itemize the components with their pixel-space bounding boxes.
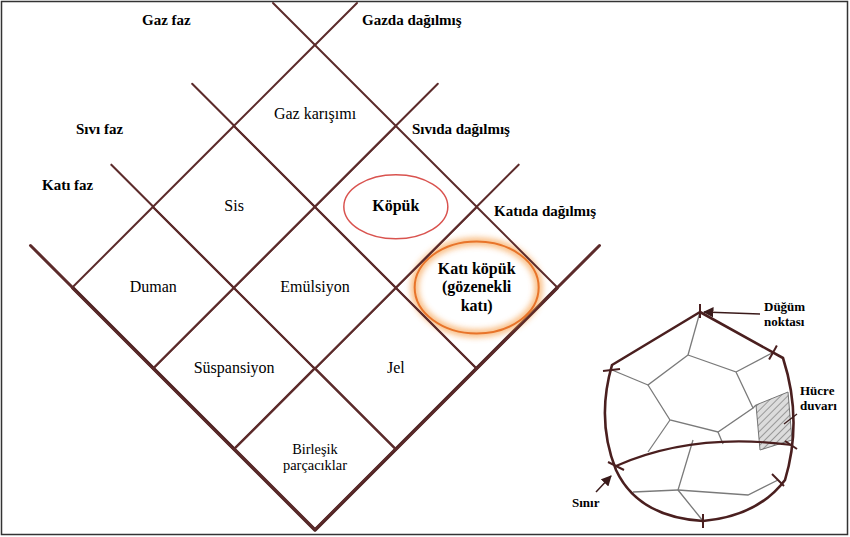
cell-diamond xyxy=(72,207,234,369)
leader-line xyxy=(784,414,797,424)
cell-diamond xyxy=(153,126,315,288)
mixture-cell: Jel xyxy=(315,288,477,450)
tick xyxy=(785,441,797,449)
highlight-glow xyxy=(415,242,539,334)
leader-arrow xyxy=(704,312,760,314)
band-line xyxy=(111,165,153,207)
cell-label: Köpük xyxy=(372,197,419,215)
foam-cell-illustration xyxy=(603,304,797,528)
tick xyxy=(608,462,624,470)
tick xyxy=(699,304,701,318)
cell-edge xyxy=(648,420,670,452)
highlighted-cell: Katı köpük (gözenekli katı) xyxy=(396,207,558,369)
medium-label: Katıda dağılmış xyxy=(494,203,596,220)
cell-boundary-curve xyxy=(616,441,792,466)
phase-label: Gaz faz xyxy=(142,12,191,29)
cell-label: Katı köpük (gözenekli katı) xyxy=(431,260,523,315)
cell-edge xyxy=(753,405,756,408)
cell-label: Gaz karışımı xyxy=(274,105,356,123)
mixture-cell: Emülsiyon xyxy=(234,207,396,369)
tick xyxy=(769,346,777,360)
cell-edge xyxy=(678,440,703,521)
cell-label: Süspansiyon xyxy=(194,359,275,377)
band-line xyxy=(315,3,357,45)
band-line xyxy=(273,3,315,45)
outer-boundary xyxy=(73,288,558,531)
tick xyxy=(603,369,620,371)
cell-edge xyxy=(633,490,678,492)
cell-edge xyxy=(612,370,648,385)
band-line xyxy=(31,246,73,288)
band-line xyxy=(396,84,438,126)
cell-edge xyxy=(648,355,753,432)
cell-outline xyxy=(234,45,396,207)
cell-diamond xyxy=(234,207,396,369)
cell-label: Birleşik parçacıklar xyxy=(265,441,365,474)
edge-ticks xyxy=(603,304,797,528)
cell-edge xyxy=(678,480,778,495)
cell-outline xyxy=(605,312,794,521)
callout-label: Sınır xyxy=(572,496,599,511)
cell-label: Duman xyxy=(130,278,177,296)
band-line xyxy=(477,165,519,207)
mixture-cell: Süspansiyon xyxy=(153,288,315,450)
callout-label: Hücre duvarı xyxy=(800,384,848,414)
medium-label: Gazda dağılmış xyxy=(362,12,462,29)
band-line xyxy=(192,84,234,126)
cell-diamond xyxy=(153,288,315,450)
phase-label: Katı faz xyxy=(42,177,93,194)
leader-arrow xyxy=(596,476,611,492)
cell-diamond xyxy=(234,368,396,530)
highlight-ring xyxy=(344,175,448,239)
callout-label: Düğüm noktası xyxy=(764,300,826,330)
mixture-cell: Duman xyxy=(72,207,234,369)
band-line xyxy=(558,246,600,288)
cell-edges xyxy=(612,312,778,521)
cell-edge xyxy=(736,353,773,373)
mixture-cell: Gaz karışımı xyxy=(234,45,396,207)
cell-diamond xyxy=(234,45,396,207)
highlight-ring xyxy=(415,242,539,334)
tick xyxy=(772,474,784,486)
phase-label: Sıvı faz xyxy=(76,121,123,138)
cell-label: Sis xyxy=(224,197,244,215)
medium-label: Sıvıda dağılmış xyxy=(412,121,510,138)
cell-label: Jel xyxy=(387,359,405,377)
mixture-cell: Sis xyxy=(153,126,315,288)
mixture-cell: Birleşik parçacıklar xyxy=(234,368,396,530)
cell-diamond xyxy=(396,207,558,369)
tick xyxy=(702,514,704,528)
cell-label: Emülsiyon xyxy=(280,278,349,296)
cell-diamond xyxy=(315,288,477,450)
